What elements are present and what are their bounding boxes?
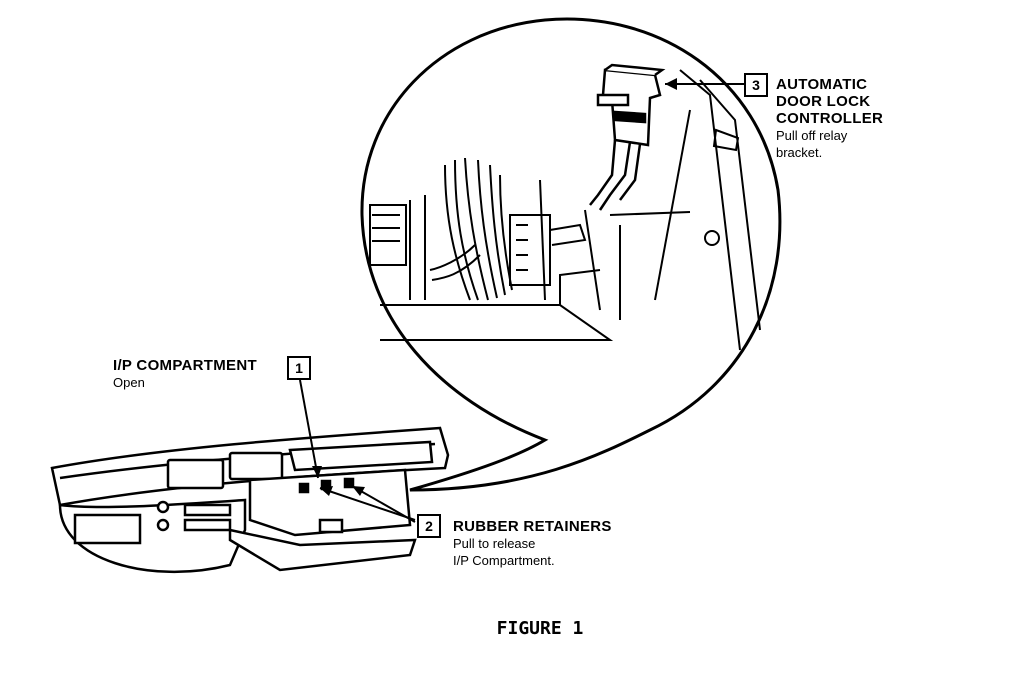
callout-2-note-2: I/P Compartment. bbox=[453, 553, 555, 568]
callout-1-number: 1 bbox=[287, 356, 311, 380]
callout-rubber-retainers: RUBBER RETAINERS Pull to release I/P Com… bbox=[453, 518, 612, 569]
callout-3-title-1: AUTOMATIC bbox=[776, 76, 868, 93]
callout-3-title-3: CONTROLLER bbox=[776, 110, 884, 127]
callout-1-title: I/P COMPARTMENT bbox=[113, 357, 257, 374]
figure-caption: FIGURE 1 bbox=[496, 618, 584, 639]
leader-lines bbox=[299, 83, 744, 523]
wire-harness bbox=[429, 157, 513, 301]
instrument-panel bbox=[50, 426, 450, 574]
callout-3-note-2: bracket. bbox=[776, 145, 823, 160]
callout-ip-compartment: I/P COMPARTMENT Open bbox=[113, 357, 257, 391]
detail-circle bbox=[360, 17, 782, 492]
callout-3-note-1: Pull off relay bbox=[776, 128, 848, 143]
callout-2-note-1: Pull to release bbox=[453, 536, 536, 551]
callout-door-lock-controller: AUTOMATIC DOOR LOCK CONTROLLER Pull off … bbox=[776, 76, 883, 161]
arrowheads bbox=[312, 78, 677, 496]
callout-3-number: 3 bbox=[744, 73, 768, 97]
callout-3-title-2: DOOR LOCK bbox=[776, 93, 871, 110]
callout-2-number: 2 bbox=[417, 514, 441, 538]
callout-1-note: Open bbox=[113, 375, 145, 390]
callout-2-title: RUBBER RETAINERS bbox=[453, 518, 612, 535]
door-lock-controller bbox=[589, 63, 666, 211]
detail-interior bbox=[369, 69, 761, 351]
